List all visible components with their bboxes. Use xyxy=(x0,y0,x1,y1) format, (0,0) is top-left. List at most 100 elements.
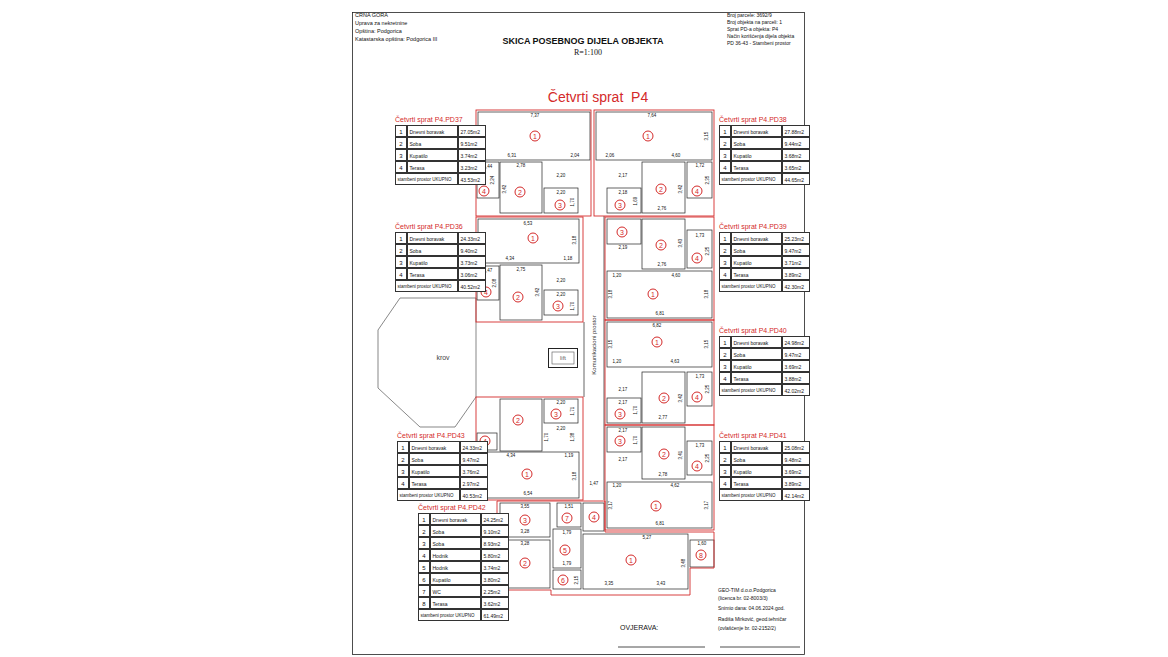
dimension-label: 3,17 xyxy=(705,500,710,509)
roof-outline xyxy=(378,298,476,427)
table-cell: 24.33m2 xyxy=(460,441,488,453)
dimension-label: 1,72 xyxy=(695,164,704,169)
table-heading: Četvrti sprat P4.PD42 xyxy=(418,504,486,511)
table-cell: 9.48m2 xyxy=(782,453,810,465)
table-cell: 3 xyxy=(418,537,430,549)
scale-label: R=1:100 xyxy=(574,49,602,57)
table-cell: Kupatilo xyxy=(731,149,782,161)
dimension-label: 2,20 xyxy=(556,279,565,284)
area-table: Četvrti sprat P4.PD391Dnevni boravak25.2… xyxy=(719,232,810,292)
table-cell: Dnevni boravak xyxy=(731,232,782,244)
room-wall xyxy=(478,219,579,263)
table-cell: Soba xyxy=(407,137,458,149)
dimension-label: 2,18 xyxy=(618,191,627,196)
table-cell: stambeni prostor UKUPNO xyxy=(719,173,782,185)
area-table: Četvrti sprat P4.PD401Dnevni boravak24.9… xyxy=(719,336,810,396)
dimension-label: 2,17 xyxy=(618,174,627,179)
table-cell: 9.47m2 xyxy=(782,244,810,256)
table-cell: 5.80m2 xyxy=(481,549,509,561)
dimension-label: 2,20 xyxy=(556,174,565,179)
dimension-label: 6,54 xyxy=(523,492,532,497)
dimension-label: 1,73 xyxy=(695,375,704,380)
dimension-label: 2,77 xyxy=(658,416,667,421)
table-cell: WC xyxy=(430,585,481,597)
table-cell: 9.51m2 xyxy=(458,137,486,149)
table-cell: Dnevni boravak xyxy=(731,441,782,453)
table-cell: stambeni prostor UKUPNO xyxy=(418,609,481,621)
table-cell: Soba xyxy=(731,348,782,360)
table-cell: 3.71m2 xyxy=(782,256,810,268)
header-text: Broj objekta na parceli: 1 xyxy=(727,20,782,25)
corridor-label: Komunikacioni prostor xyxy=(591,315,597,374)
room-number: 1 xyxy=(528,233,539,244)
dimension-label: 6,53 xyxy=(523,222,532,227)
header-text: Način korišćenja dijela objekta xyxy=(727,34,794,39)
room-wall xyxy=(477,112,714,589)
dimension-label: 2,76 xyxy=(657,263,666,268)
table-cell: 1 xyxy=(395,125,407,137)
table-cell: 27.05m2 xyxy=(458,125,486,137)
table-cell: Kupatilo xyxy=(409,465,460,477)
dimension-label: 5,27 xyxy=(642,536,651,541)
table-cell: 2 xyxy=(719,137,731,149)
room-number: 4 xyxy=(692,461,703,472)
corridor-wall xyxy=(584,322,585,397)
table-cell: 4 xyxy=(418,549,430,561)
apartment-outline xyxy=(605,217,714,320)
dimension-label: 3,18 xyxy=(573,471,578,480)
dimension-label: 3,28 xyxy=(520,542,529,547)
roof-outline xyxy=(378,298,476,427)
table-cell: 2.25m2 xyxy=(481,585,509,597)
room-number: 4 xyxy=(589,512,600,523)
dimension-label: 3,48 xyxy=(682,558,687,567)
table-heading: Četvrti sprat P4.PD41 xyxy=(719,432,787,439)
table-cell: 4 xyxy=(395,268,407,280)
room-number: 6 xyxy=(558,575,569,586)
room-wall xyxy=(607,482,712,528)
header-text: CRNA GORA xyxy=(355,13,388,19)
table-cell: 3.80m2 xyxy=(481,573,509,585)
table-cell: 1 xyxy=(418,513,430,525)
room-number: 2 xyxy=(656,240,667,251)
table-cell: Kupatilo xyxy=(731,256,782,268)
dimension-label: 2,06 xyxy=(605,154,614,159)
room-number: 1 xyxy=(652,337,663,348)
table-cell: 8 xyxy=(418,597,430,609)
table-cell: 9.40m2 xyxy=(458,244,486,256)
table-cell: 1 xyxy=(719,232,731,244)
room-wall xyxy=(478,112,590,160)
dimension-label: 3,15 xyxy=(705,131,710,140)
dimension-label: 1,18 xyxy=(563,257,572,262)
table-cell: 4 xyxy=(719,161,731,173)
dimension-label: 2,04 xyxy=(570,154,579,159)
table-cell: 3.06m2 xyxy=(458,268,486,280)
table-cell: 4 xyxy=(719,268,731,280)
table-cell: 27.88m2 xyxy=(782,125,810,137)
dimension-label: 1,79 xyxy=(562,531,571,536)
table-cell: Soba xyxy=(731,244,782,256)
table-cell: Terasa xyxy=(430,597,481,609)
table-cell: 25.08m2 xyxy=(782,441,810,453)
table-cell: 42.14m2 xyxy=(782,489,810,501)
dimension-label: 2,25 xyxy=(706,384,711,393)
table-cell: Terasa xyxy=(731,161,782,173)
dimension-label: 1,20 xyxy=(612,274,621,279)
room-number: 1 xyxy=(522,469,533,480)
room-wall xyxy=(583,534,688,589)
room-number: 1 xyxy=(530,131,541,142)
roof-label: krov xyxy=(436,354,449,361)
table-cell: Kupatilo xyxy=(731,465,782,477)
room-number: 3 xyxy=(520,515,531,526)
dimension-label: 2,25 xyxy=(706,246,711,255)
room-number: 2 xyxy=(515,187,526,198)
room-number: 2 xyxy=(659,393,670,404)
lift-box: lift xyxy=(548,348,578,368)
dimension-label: 6,81 xyxy=(655,312,664,317)
room-number: 3 xyxy=(615,436,626,447)
dimension-label: 1,20 xyxy=(612,360,621,365)
sheet-title: SKICA POSEBNOG DIJELA OBJEKTA xyxy=(502,37,663,46)
dimension-label: 2,17 xyxy=(618,458,627,463)
dimension-label: 3,18 xyxy=(573,235,578,244)
dimension-label: 1,73 xyxy=(695,444,704,449)
